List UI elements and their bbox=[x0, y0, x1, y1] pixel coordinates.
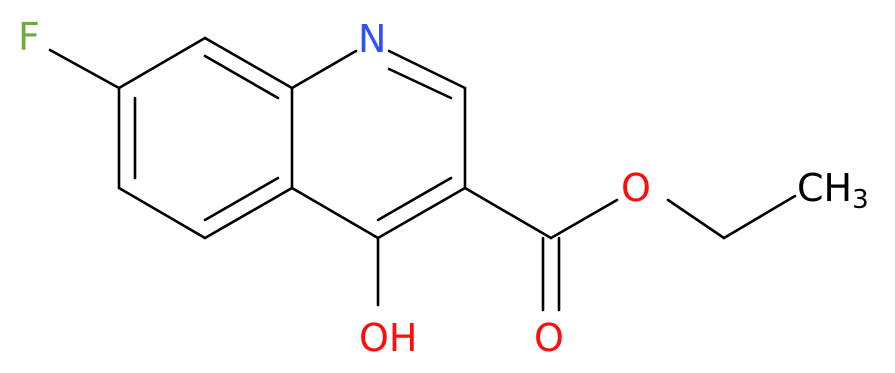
bond-c3-c4-inner bbox=[376, 176, 453, 222]
bond-n1-c2-inner bbox=[387, 67, 453, 100]
bond-c4a-c5-inner bbox=[203, 176, 280, 222]
bond-c8-c8a-inner bbox=[203, 54, 280, 100]
carbonyl-oxygen-label: O bbox=[534, 316, 564, 360]
bond-c7-f bbox=[48, 48, 121, 90]
bond-c3-c4 bbox=[376, 186, 467, 240]
bond-ccarbonyl-oester bbox=[549, 198, 619, 240]
bond-c3-ccarbonyl bbox=[463, 186, 553, 240]
bond-c7-c8 bbox=[117, 36, 207, 90]
bond-c8a-n1 bbox=[290, 49, 358, 90]
nitrogen-label: N bbox=[358, 17, 386, 61]
bond-c5-c6 bbox=[117, 186, 207, 240]
bond-c4a-c5 bbox=[203, 186, 294, 240]
bond-n1-c2 bbox=[387, 49, 467, 90]
methyl-subscript: 3 bbox=[852, 185, 869, 215]
methyl-main: CH bbox=[797, 166, 852, 210]
fluorine-label: F bbox=[18, 15, 40, 59]
hydroxyl-label: OH bbox=[359, 316, 417, 360]
methyl-label: CH3 bbox=[797, 166, 869, 215]
bond-oester-ch2 bbox=[666, 198, 726, 240]
bond-c4-c4a bbox=[290, 186, 380, 240]
bond-c8-c8a bbox=[203, 36, 294, 90]
ester-oxygen-label: O bbox=[621, 166, 651, 210]
bond-ch2-ch3 bbox=[722, 194, 797, 240]
